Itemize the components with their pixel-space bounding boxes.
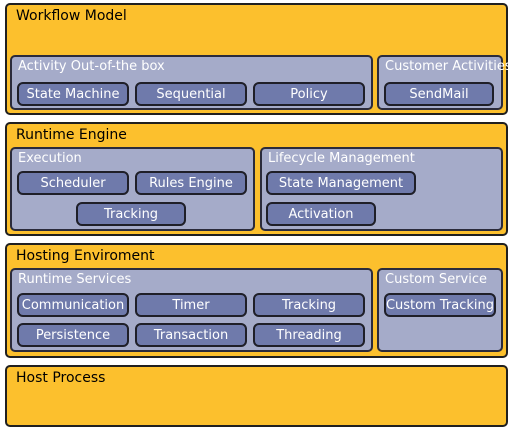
box-activation[interactable]: Activation: [266, 202, 376, 226]
group-title-lifecycle-management: Lifecycle Management: [268, 151, 415, 166]
group-lifecycle-management: Lifecycle Management State Management Ac…: [260, 147, 503, 231]
group-execution: Execution Scheduler Rules Engine Trackin…: [10, 147, 255, 231]
box-tracking-execution[interactable]: Tracking: [76, 202, 186, 226]
box-custom-tracking[interactable]: Custom Tracking: [384, 293, 496, 317]
box-state-machine[interactable]: State Machine: [17, 82, 129, 106]
layer-title-host-process: Host Process: [16, 370, 106, 386]
group-activity-out-of-the-box: Activity Out-of-the box State Machine Se…: [10, 55, 373, 110]
box-transaction[interactable]: Transaction: [135, 323, 247, 347]
box-state-management[interactable]: State Management: [266, 171, 416, 195]
group-title-execution: Execution: [18, 151, 82, 166]
layer-title-runtime-engine: Runtime Engine: [16, 127, 127, 143]
layer-title-workflow-model: Workflow Model: [16, 8, 127, 24]
group-title-custom-service: Custom Service: [385, 272, 487, 287]
box-threading[interactable]: Threading: [253, 323, 365, 347]
box-sendmail[interactable]: SendMail: [384, 82, 494, 106]
layer-runtime-engine: Runtime Engine Execution Scheduler Rules…: [5, 122, 508, 236]
box-persistence[interactable]: Persistence: [17, 323, 129, 347]
group-runtime-services: Runtime Services Communication Timer Tra…: [10, 268, 373, 352]
layer-hosting-environment: Hosting Enviroment Runtime Services Comm…: [5, 243, 508, 358]
layer-title-hosting-environment: Hosting Enviroment: [16, 248, 155, 264]
group-custom-service: Custom Service Custom Tracking: [377, 268, 503, 352]
group-title-activity-out-of-the-box: Activity Out-of-the box: [18, 59, 165, 74]
layer-host-process: Host Process: [5, 365, 508, 427]
box-policy[interactable]: Policy: [253, 82, 365, 106]
group-customer-activities: Customer Activities SendMail: [377, 55, 512, 110]
layer-workflow-model: Workflow Model Activity Out-of-the box S…: [5, 3, 512, 115]
box-sequential[interactable]: Sequential: [135, 82, 247, 106]
box-rules-engine[interactable]: Rules Engine: [135, 171, 247, 195]
group-title-customer-activities: Customer Activities: [385, 59, 512, 74]
box-communication[interactable]: Communication: [17, 293, 129, 317]
group-title-runtime-services: Runtime Services: [18, 272, 132, 287]
box-tracking-services[interactable]: Tracking: [253, 293, 365, 317]
box-timer[interactable]: Timer: [135, 293, 247, 317]
box-scheduler[interactable]: Scheduler: [17, 171, 129, 195]
